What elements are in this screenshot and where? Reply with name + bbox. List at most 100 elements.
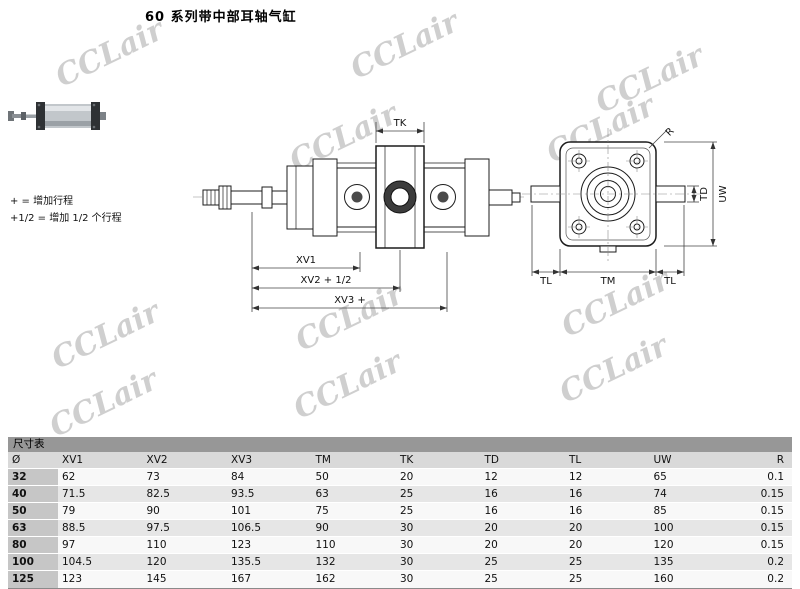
- dim-label-uw: UW: [718, 185, 729, 202]
- diameter-cell: 50: [8, 502, 58, 521]
- value-cell: 16: [565, 485, 650, 504]
- value-cell: 16: [565, 502, 650, 521]
- photo-tube-highlight: [45, 106, 91, 111]
- value-cell: 79: [58, 502, 143, 521]
- technical-drawing: TK XV1 XV2 + 1/2 XV3 +: [193, 118, 729, 312]
- column-header-uw: UW: [649, 452, 734, 470]
- dim-label-tl-left: TL: [539, 276, 552, 287]
- photo-front-cap: [36, 102, 45, 130]
- page-title: 60 系列带中部耳轴气缸: [145, 10, 297, 25]
- value-cell: 30: [396, 553, 481, 572]
- value-cell: 84: [227, 468, 312, 487]
- photo-rod-thread: [12, 114, 22, 118]
- value-cell: 0.2: [734, 570, 792, 589]
- diameter-cell: 80: [8, 536, 58, 555]
- diameter-cell: 100: [8, 553, 58, 572]
- value-cell: 135.5: [227, 553, 312, 572]
- value-cell: 123: [227, 536, 312, 555]
- value-cell: 104.5: [58, 553, 143, 572]
- photo-tierod-nut: [37, 103, 41, 107]
- column-header-xv1: XV1: [58, 452, 143, 470]
- value-cell: 90: [142, 502, 227, 521]
- value-cell: 16: [480, 502, 565, 521]
- diameter-cell: 40: [8, 485, 58, 504]
- value-cell: 110: [311, 536, 396, 555]
- value-cell: 50: [311, 468, 396, 487]
- diameter-cell: 32: [8, 468, 58, 487]
- product-photo-cylinder: [8, 102, 106, 130]
- column-header-xv2: XV2: [142, 452, 227, 470]
- dimension-td-uw: TD UW: [664, 141, 729, 247]
- value-cell: 100: [649, 519, 734, 538]
- value-cell: 12: [480, 468, 565, 487]
- value-cell: 0.15: [734, 485, 792, 504]
- photo-rod: [26, 114, 37, 118]
- note-line-1: + = 增加行程: [10, 196, 74, 207]
- value-cell: 25: [565, 553, 650, 572]
- value-cell: 101: [227, 502, 312, 521]
- photo-rear-boss: [100, 112, 106, 120]
- value-cell: 0.1: [734, 468, 792, 487]
- value-cell: 73: [142, 468, 227, 487]
- diameter-cell: 125: [8, 570, 58, 589]
- column-header-tl: TL: [565, 452, 650, 470]
- photo-tierod-nut: [92, 103, 96, 107]
- dim-label-r: R: [664, 126, 677, 139]
- value-cell: 88.5: [58, 519, 143, 538]
- value-cell: 93.5: [227, 485, 312, 504]
- value-cell: 12: [565, 468, 650, 487]
- dim-label-xv1: XV1: [296, 255, 316, 266]
- value-cell: 97: [58, 536, 143, 555]
- value-cell: 16: [480, 485, 565, 504]
- column-header-tm: TM: [311, 452, 396, 470]
- dimension-tl-tm: TL TM TL: [531, 205, 685, 287]
- value-cell: 85: [649, 502, 734, 521]
- value-cell: 71.5: [58, 485, 143, 504]
- table-caption: 尺寸表: [8, 437, 792, 452]
- value-cell: 25: [396, 485, 481, 504]
- value-cell: 74: [649, 485, 734, 504]
- dimension-xv-chain: XV1 XV2 + 1/2 XV3 +: [251, 212, 448, 312]
- value-cell: 145: [142, 570, 227, 589]
- column-header-r: R: [734, 452, 792, 470]
- value-cell: 25: [480, 570, 565, 589]
- dimension-tk: TK: [375, 118, 425, 143]
- value-cell: 30: [396, 519, 481, 538]
- value-cell: 20: [480, 536, 565, 555]
- photo-tierod-nut: [37, 125, 41, 129]
- value-cell: 110: [142, 536, 227, 555]
- value-cell: 25: [396, 502, 481, 521]
- end-view: R: [522, 126, 700, 262]
- stroke-notes: + = 增加行程 +1/2 = 增加 1/2 个行程: [10, 193, 122, 227]
- value-cell: 162: [311, 570, 396, 589]
- value-cell: 106.5: [227, 519, 312, 538]
- value-cell: 25: [480, 553, 565, 572]
- dim-label-td: TD: [699, 187, 710, 202]
- value-cell: 30: [396, 536, 481, 555]
- dim-label-xv2: XV2 + 1/2: [301, 275, 352, 286]
- value-cell: 90: [311, 519, 396, 538]
- photo-rod-nut: [21, 112, 26, 120]
- photo-rod-end: [8, 111, 14, 121]
- value-cell: 30: [396, 570, 481, 589]
- value-cell: 167: [227, 570, 312, 589]
- value-cell: 123: [58, 570, 143, 589]
- value-cell: 62: [58, 468, 143, 487]
- dim-label-tm: TM: [600, 276, 616, 287]
- value-cell: 160: [649, 570, 734, 589]
- photo-tube-shadow: [45, 121, 91, 126]
- value-cell: 0.2: [734, 553, 792, 572]
- value-cell: 0.15: [734, 519, 792, 538]
- value-cell: 20: [396, 468, 481, 487]
